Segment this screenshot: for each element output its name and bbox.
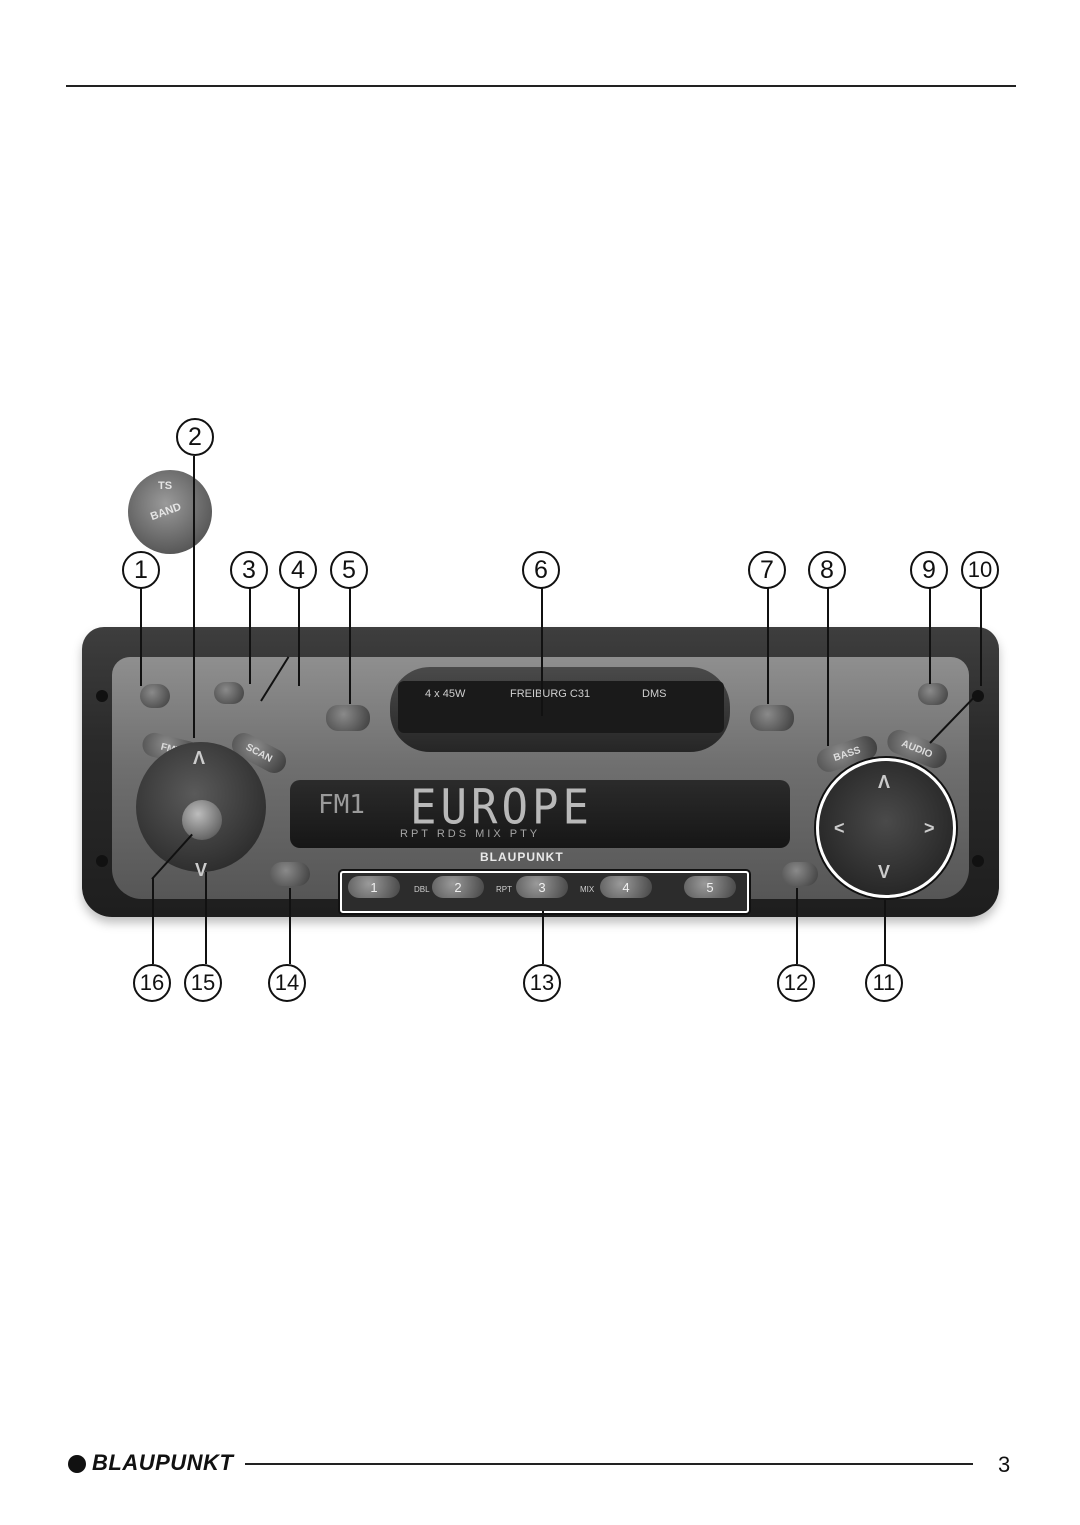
callout-10: 10 [961,551,999,589]
footer-brand: BLAUPUNKT [92,1450,234,1475]
rocker-switch[interactable] [816,758,956,898]
menu-button[interactable] [782,862,818,886]
power-label: 4 x 45W [425,688,466,700]
page-number: 3 [998,1452,1011,1477]
up-arrow-icon: Λ [193,748,206,768]
display-station-name: EUROPE [410,779,593,836]
right-arrow-icon: > [924,818,935,838]
leader-15 [205,872,207,964]
preset-button-2[interactable]: 2 [432,876,484,898]
release-button[interactable] [140,684,170,708]
callout-12: 12 [777,964,815,1002]
leader-13 [542,911,544,964]
leader-12 [796,888,798,964]
callout-5: 5 [330,551,368,589]
leader-14 [289,888,291,964]
dis-button[interactable] [214,682,244,704]
preset-button-4[interactable]: 4 [600,876,652,898]
volume-knob[interactable] [182,800,222,840]
callout-11: 11 [865,964,903,1002]
footer-rule [245,1463,973,1465]
callout-1: 1 [122,551,160,589]
leader-16 [152,878,154,964]
callout-13: 13 [523,964,561,1002]
leader-7 [767,586,769,704]
screw [96,855,108,867]
leader-10 [980,586,982,686]
callout-14: 14 [268,964,306,1002]
preset-tag-mix: MIX [580,885,595,894]
leader-5 [349,586,351,704]
cassette-slot [398,681,724,733]
down-arrow-icon: V [878,862,891,882]
up-arrow-icon: Λ [878,772,891,792]
brand-logo-dot-icon [68,1455,86,1473]
display-band: FM1 [318,790,365,820]
leader-2 [193,456,195,738]
leader-11 [884,898,886,964]
callout-7: 7 [748,551,786,589]
dolby-button[interactable] [750,705,794,731]
eject-button[interactable] [326,705,370,731]
top-rule [66,85,1016,87]
callout-15: 15 [184,964,222,1002]
screw [96,690,108,702]
pty-button[interactable] [270,862,310,886]
callout-2: 2 [176,418,214,456]
preset-tag-rpt: RPT [496,885,512,894]
screw [972,690,984,702]
preset-button-5[interactable]: 5 [684,876,736,898]
leader-9 [929,586,931,684]
callout-6: 6 [522,551,560,589]
leader-6 [541,586,543,716]
detail-ts-label: TS [158,480,173,492]
lcd-display [290,780,790,848]
callout-3: 3 [230,551,268,589]
callout-9: 9 [910,551,948,589]
brand-plate: BLAUPUNKT [480,850,564,864]
down-arrow-icon: V [195,860,208,880]
dms-label: DMS [642,688,667,700]
display-indicators: RPT RDS MIX PTY [400,828,541,840]
callout-4: 4 [279,551,317,589]
callout-8: 8 [808,551,846,589]
src-button[interactable] [918,683,948,705]
leader-1 [140,586,142,686]
left-arrow-icon: < [834,818,845,838]
leader-8 [827,586,829,746]
preset-button-3[interactable]: 3 [516,876,568,898]
band-ts-knob-detail [128,470,212,554]
callout-16: 16 [133,964,171,1002]
leader-4 [298,586,300,686]
preset-button-1[interactable]: 1 [348,876,400,898]
preset-tag-dbl: DBL [414,885,430,894]
screw [972,855,984,867]
leader-3 [249,586,251,684]
model-label: FREIBURG C31 [510,688,591,700]
